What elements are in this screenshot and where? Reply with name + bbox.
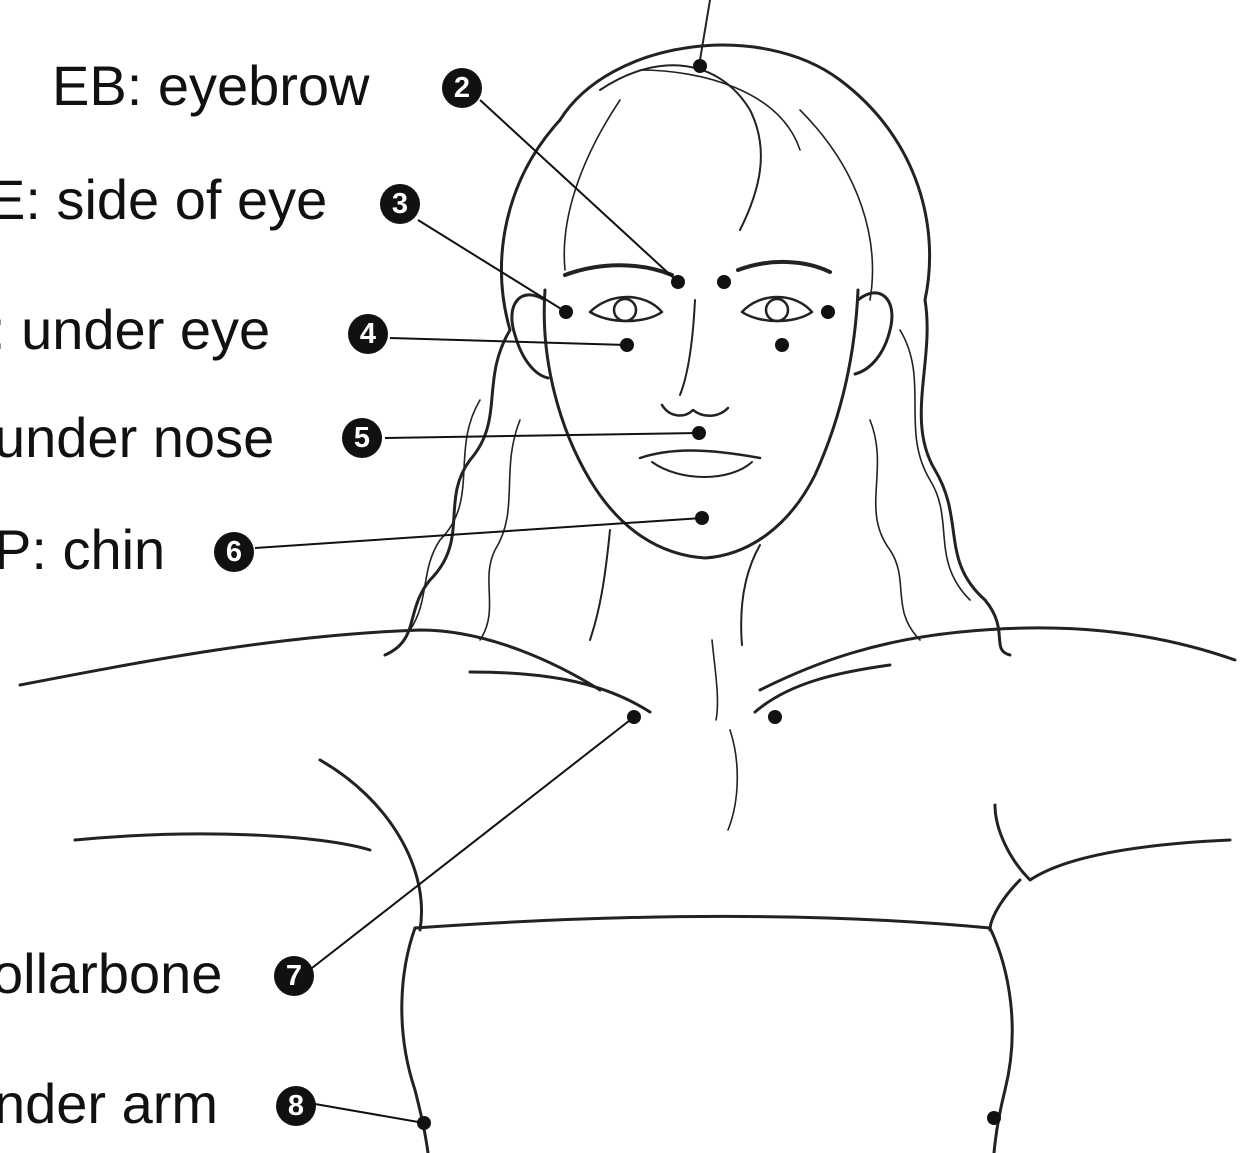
label-under-eye: : under eye [0, 302, 270, 358]
point-side-of-eye-right [821, 305, 835, 319]
badge-6: 6 [214, 532, 254, 572]
point-under-nose [692, 426, 706, 440]
badge-8: 8 [276, 1086, 316, 1126]
label-under-nose: under nose [0, 410, 274, 466]
right-shoulder [760, 628, 1235, 690]
right-eyebrow [738, 262, 830, 272]
point-top-of-head [693, 59, 707, 73]
left-eyebrow [565, 265, 672, 275]
badge-2: 2 [442, 68, 482, 108]
point-under-arm-right [987, 1111, 1001, 1125]
label-side-of-eye: E: side of eye [0, 172, 327, 228]
leader-line-under-arm [315, 1104, 424, 1123]
point-under-eye-right [775, 338, 789, 352]
leader-line-under-nose [385, 433, 699, 438]
point-collarbone [627, 710, 641, 724]
badge-5: 5 [342, 418, 382, 458]
badge-7: 7 [274, 956, 314, 996]
badge-4: 4 [348, 314, 388, 354]
point-eyebrow-right [717, 275, 731, 289]
leader-line-under-eye [390, 338, 627, 345]
leader-line-eyebrow [480, 100, 678, 282]
point-collarbone-right [768, 710, 782, 724]
badge-3: 3 [380, 184, 420, 224]
point-side-of-eye [559, 305, 573, 319]
leader-line-side-of-eye [418, 220, 566, 312]
tube-top [415, 916, 990, 928]
point-chin [695, 511, 709, 525]
label-chin: P: chin [0, 522, 165, 578]
left-shoulder [20, 630, 600, 690]
point-eyebrow [671, 275, 685, 289]
point-under-arm [417, 1116, 431, 1130]
label-eyebrow: EB: eyebrow [52, 58, 370, 114]
label-under-arm: nder arm [0, 1076, 218, 1132]
point-under-eye [620, 338, 634, 352]
leader-line-collarbone [312, 717, 634, 968]
label-collarbone: ollarbone [0, 946, 222, 1002]
